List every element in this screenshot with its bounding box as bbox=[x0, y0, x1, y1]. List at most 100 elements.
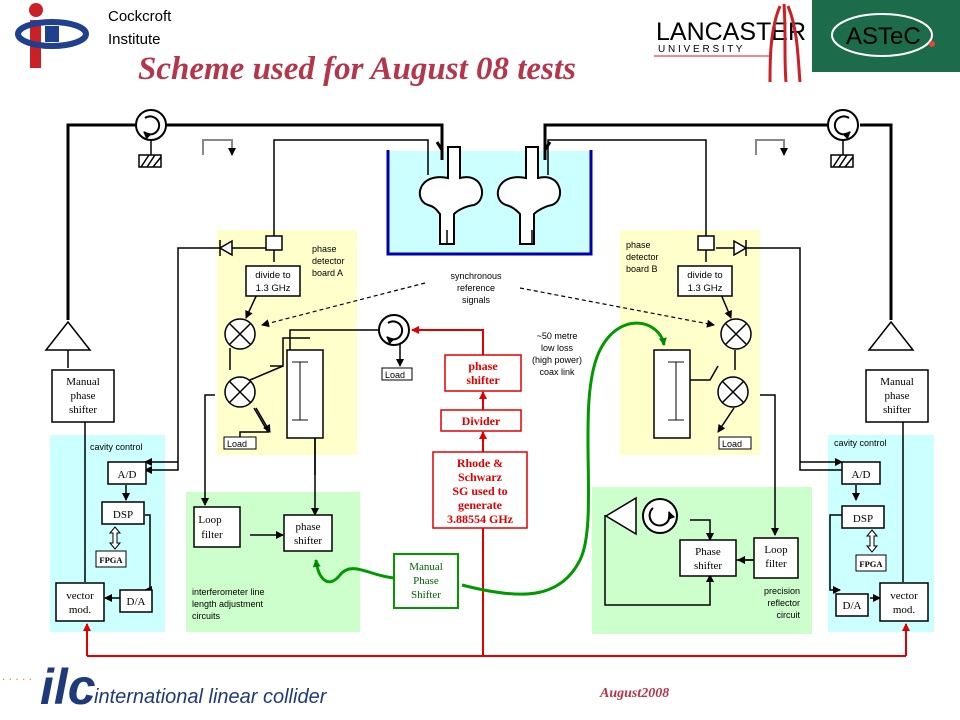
board-a-label-1: phase bbox=[312, 244, 337, 254]
astec-logo: ASTeC bbox=[812, 0, 960, 72]
ad-left-box bbox=[107, 461, 147, 485]
manual-ps-right-3: shifter bbox=[883, 404, 911, 416]
green-coax bbox=[312, 321, 667, 596]
svg-text:LANCASTER: LANCASTER bbox=[656, 18, 806, 46]
ad-right-box bbox=[841, 461, 881, 485]
svg-text:ASTeC: ASTeC bbox=[846, 23, 921, 50]
precision-2: reflector bbox=[767, 598, 800, 608]
rohde-1: Rhode & bbox=[457, 456, 503, 470]
amplifier-left bbox=[44, 320, 92, 351]
precision-1: precision bbox=[764, 586, 800, 596]
load-center-box bbox=[381, 367, 413, 381]
divider-label: Divider bbox=[462, 414, 501, 428]
circulator-top-right bbox=[827, 109, 859, 168]
fpga-left-label: FPGA bbox=[99, 555, 123, 565]
manual-ps-left-3: shifter bbox=[69, 404, 97, 416]
board-b-label-3: board B bbox=[626, 264, 658, 274]
manual-ps-right-2: phase bbox=[884, 390, 909, 402]
divide-b-line2: 1.3 GHz bbox=[688, 283, 723, 294]
lancaster-logo: LANCASTER U N I V E R S I T Y bbox=[654, 3, 806, 83]
board-a-label-2: detector bbox=[312, 256, 345, 266]
svg-text:. . . . .: . . . . . bbox=[2, 669, 32, 683]
phase-shifter-left-1: phase bbox=[295, 521, 320, 533]
vector-left-box bbox=[55, 582, 105, 622]
interferometer-3: circuits bbox=[192, 611, 221, 621]
precision-3: circuit bbox=[776, 610, 800, 620]
phase-shifter-right-box bbox=[679, 539, 737, 577]
loop-filter-right-box bbox=[753, 537, 799, 579]
loop-filter-right-1: Loop bbox=[764, 544, 788, 556]
manual-phase-shifter-center-box bbox=[393, 553, 459, 609]
rohde-5: 3.88554 GHz bbox=[447, 512, 514, 526]
vector-right-2: mod. bbox=[893, 604, 916, 616]
manual-ps-center-2: Phase bbox=[413, 575, 439, 587]
board-b-label-2: detector bbox=[626, 252, 659, 262]
cavity-control-right-label: cavity control bbox=[834, 438, 887, 448]
manual-ps-center-3: Shifter bbox=[411, 589, 441, 601]
interferometer-2: length adjustment bbox=[192, 599, 264, 609]
bus-right bbox=[865, 529, 879, 553]
load-a-box bbox=[223, 436, 257, 450]
tuning-arrow-left bbox=[202, 139, 236, 156]
load-b-box bbox=[718, 436, 752, 450]
coupler-b bbox=[697, 235, 715, 251]
mixer-b-bottom bbox=[717, 376, 749, 408]
amplifier-right bbox=[867, 320, 915, 351]
manual-ps-right-box bbox=[865, 369, 929, 423]
manual-ps-left-box bbox=[51, 369, 115, 423]
thick-cables bbox=[66, 123, 893, 320]
vector-right-1: vector bbox=[890, 590, 918, 602]
da-left-box bbox=[119, 589, 153, 613]
mixer-b-top bbox=[720, 318, 752, 350]
diode-b bbox=[733, 239, 748, 257]
rohde-3: SG used to bbox=[452, 484, 507, 498]
loop-filter-left-1: Loop bbox=[198, 514, 222, 526]
phase-shifter-left-2: shifter bbox=[294, 535, 322, 547]
divide-b-box bbox=[677, 265, 733, 297]
phase-shifter-right-1: Phase bbox=[695, 546, 721, 558]
board-a-label-3: board A bbox=[312, 268, 343, 278]
coax-link-1: ~50 metre bbox=[537, 331, 578, 341]
vector-left-2: mod. bbox=[69, 604, 92, 616]
dsp-left-box bbox=[101, 501, 145, 525]
phase-shifter-right-2: shifter bbox=[694, 560, 722, 572]
divide-a-line1: divide to bbox=[255, 270, 290, 281]
load-b-label: Load bbox=[722, 439, 742, 449]
vector-left-1: vector bbox=[66, 590, 94, 602]
circulator-top-left bbox=[135, 109, 167, 168]
footer-date: August2008 bbox=[599, 686, 669, 701]
dsp-right-box bbox=[841, 505, 885, 529]
bus-left bbox=[108, 526, 122, 550]
loop-filter-left-2: filter bbox=[201, 529, 223, 541]
page-title: Scheme used for August 08 tests bbox=[138, 51, 576, 87]
rohde-box bbox=[432, 451, 528, 529]
load-center-label: Load bbox=[385, 370, 405, 380]
fpga-right-label: FPGA bbox=[859, 559, 883, 569]
manual-ps-left-2: phase bbox=[70, 390, 95, 402]
da-right-label: D/A bbox=[843, 600, 862, 612]
vector-right-box bbox=[879, 582, 929, 622]
cryostat-vessel bbox=[386, 150, 593, 256]
svg-text:ilc: ilc bbox=[40, 659, 96, 715]
ilc-name: international linear collider bbox=[94, 686, 328, 708]
sync-ref-3: signals bbox=[462, 295, 491, 305]
institute-line2: Institute bbox=[108, 31, 161, 48]
tuning-arrow-right bbox=[755, 139, 788, 156]
manual-ps-right-1: Manual bbox=[880, 376, 914, 388]
sync-ref-2: reference bbox=[457, 283, 495, 293]
ad-left-label: A/D bbox=[118, 469, 137, 481]
interferometer-1: interferometer line bbox=[192, 587, 265, 597]
coax-link-4: coax link bbox=[539, 367, 575, 377]
svg-text:U N I V E R S I T Y: U N I V E R S I T Y bbox=[658, 44, 743, 55]
cockcroft-logo bbox=[15, 3, 89, 68]
board-b-label-1: phase bbox=[626, 240, 651, 250]
red-wiring bbox=[83, 326, 910, 657]
load-a-label: Load bbox=[227, 439, 247, 449]
manual-ps-left-1: Manual bbox=[66, 376, 100, 388]
amplifier-reflector bbox=[604, 496, 637, 536]
cavity-left bbox=[418, 146, 483, 245]
institute-line1: Cockcroft bbox=[108, 8, 172, 25]
rohde-2: Schwarz bbox=[458, 470, 503, 484]
cavity-right bbox=[496, 146, 561, 245]
ilc-logo: . . . . . ilc bbox=[2, 659, 96, 715]
